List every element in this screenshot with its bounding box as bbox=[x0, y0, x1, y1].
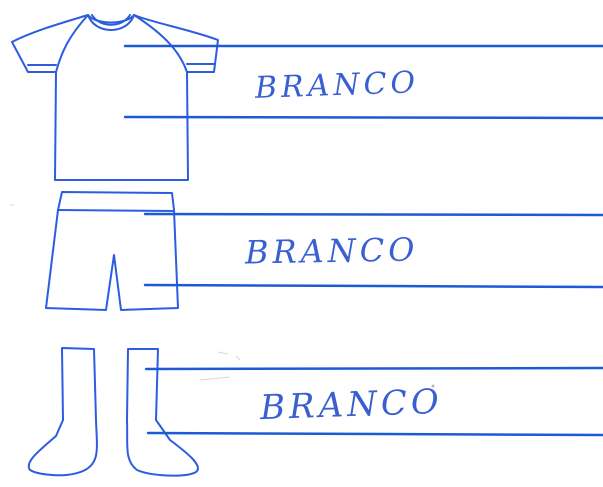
shorts-line-bottom bbox=[145, 285, 603, 287]
socks-color-label: BRANCO bbox=[259, 382, 443, 428]
shirt-line-bottom bbox=[125, 117, 603, 118]
shorts-icon bbox=[46, 192, 178, 310]
shirt-color-label: BRANCO bbox=[254, 65, 419, 106]
socks-line-top bbox=[146, 368, 603, 369]
socks-line-bottom bbox=[148, 433, 603, 435]
shorts-line-top bbox=[145, 214, 603, 215]
shirt-icon bbox=[12, 15, 218, 180]
shirt-outline bbox=[12, 15, 218, 180]
socks-icon bbox=[29, 348, 198, 476]
shorts-color-label: BRANCO bbox=[245, 230, 419, 271]
shorts-waistband bbox=[58, 210, 174, 211]
left-sock-outline bbox=[29, 348, 97, 475]
